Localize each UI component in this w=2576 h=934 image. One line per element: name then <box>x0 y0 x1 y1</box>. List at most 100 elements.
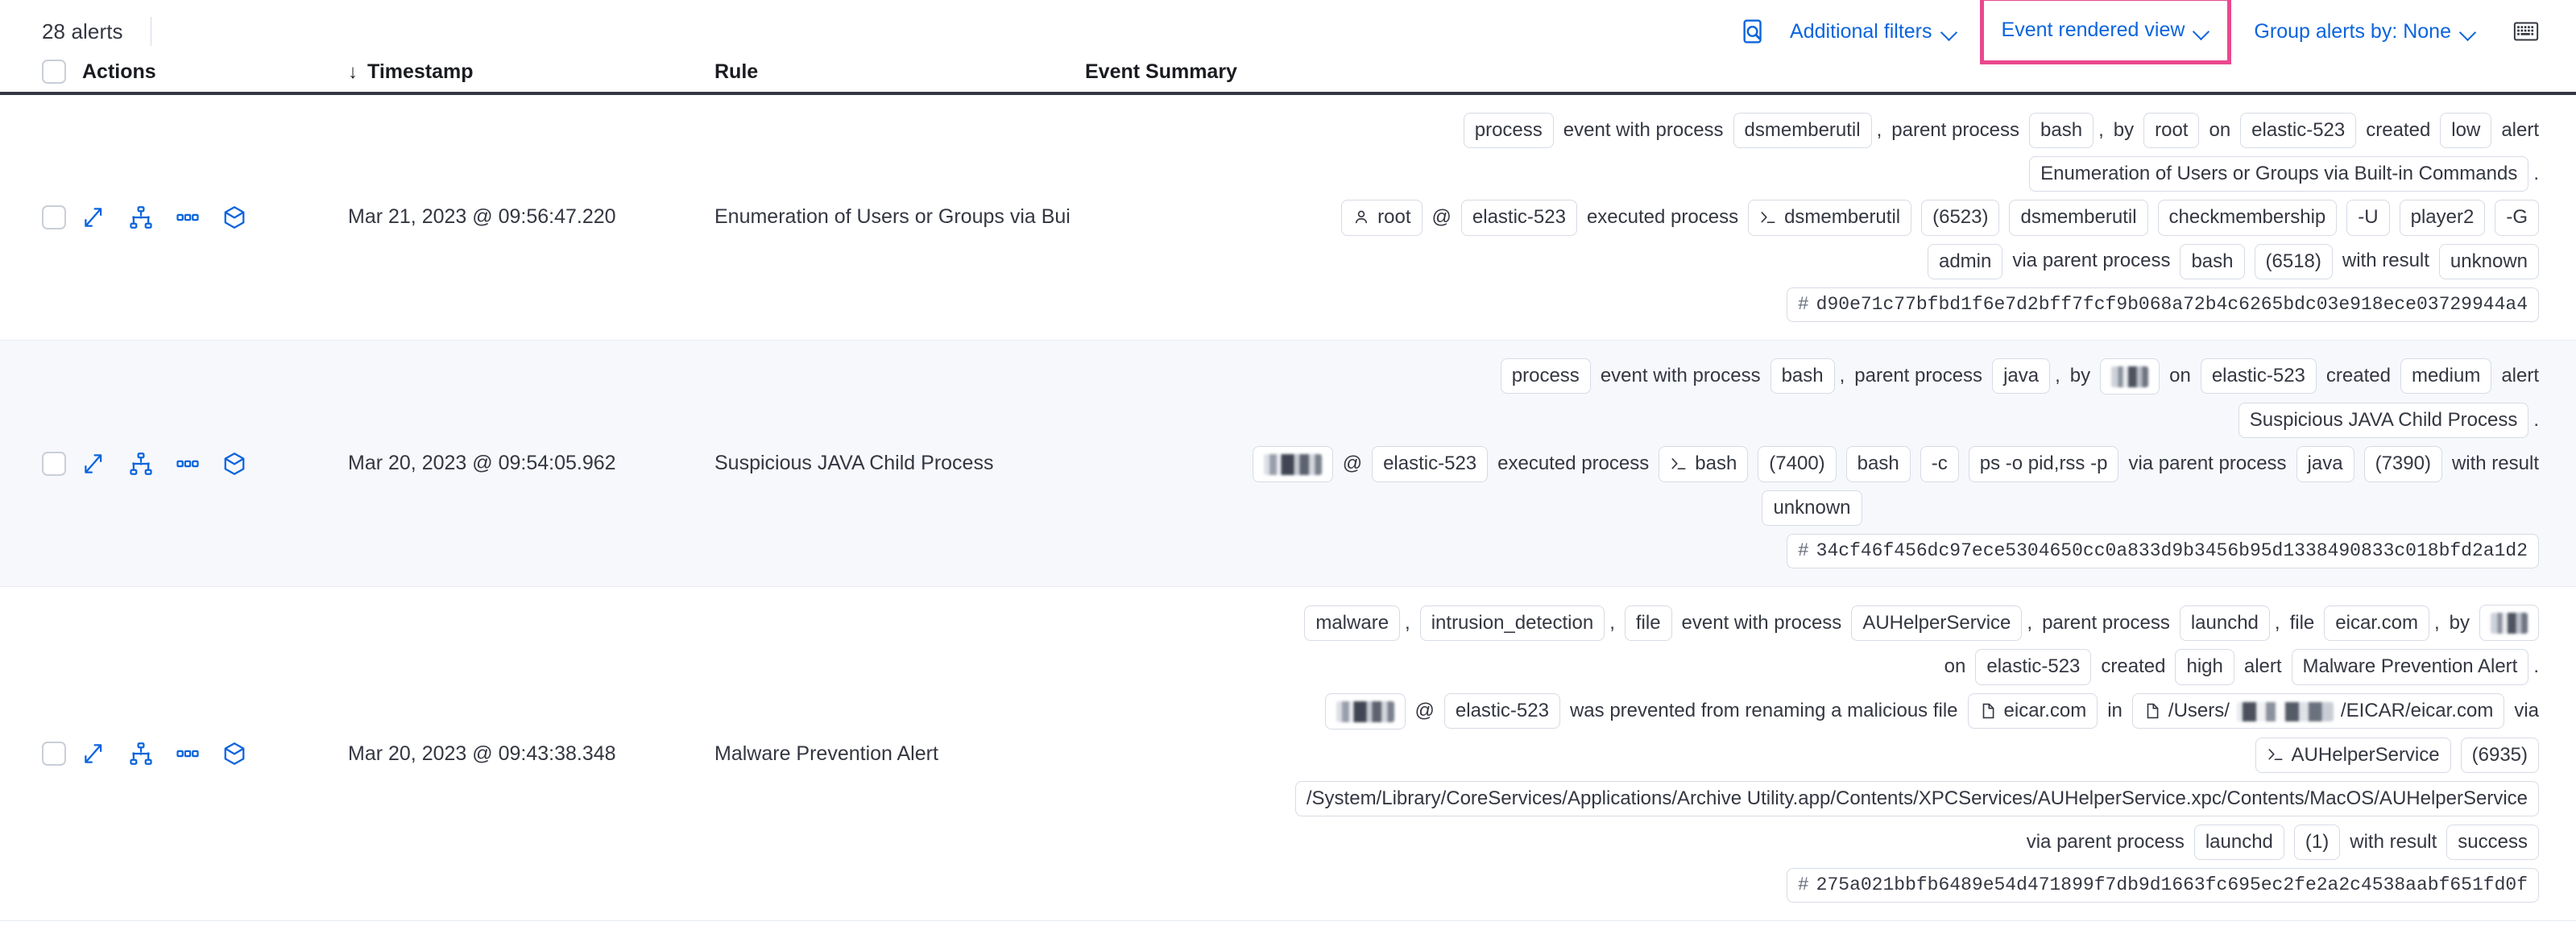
summary-field-chip[interactable]: process <box>1463 113 1554 149</box>
summary-field-chip[interactable]: Enumeration of Users or Groups via Built… <box>2029 156 2529 192</box>
redacted-field-chip[interactable] <box>1324 692 1406 729</box>
summary-field-chip[interactable]: process <box>1500 358 1591 395</box>
summary-field-chip[interactable]: launchd <box>2179 605 2270 641</box>
summary-field-chip[interactable]: -U <box>2346 200 2390 236</box>
summary-field-chip[interactable]: (6935) <box>2460 737 2539 773</box>
summary-field-value: dsmemberutil <box>2020 206 2137 229</box>
expand-icon[interactable] <box>82 205 106 229</box>
analyzer-cube-icon[interactable] <box>222 742 246 766</box>
session-view-icon[interactable] <box>129 452 153 476</box>
summary-field-chip[interactable]: launchd <box>2193 824 2284 861</box>
summary-field-chip[interactable]: ps -o pid,rss -p <box>1968 446 2119 482</box>
summary-field-chip[interactable]: -c <box>1920 446 1959 482</box>
summary-field-chip[interactable]: root <box>1341 200 1423 236</box>
summary-field-chip[interactable]: /System/Library/CoreServices/Application… <box>1294 780 2539 816</box>
summary-field-chip[interactable]: file <box>1624 605 1672 641</box>
redacted-value <box>1263 454 1322 476</box>
summary-field-chip[interactable]: high <box>2175 649 2234 685</box>
summary-field-chip[interactable]: admin <box>1927 243 2003 279</box>
row-select-checkbox[interactable] <box>42 742 66 767</box>
summary-punctuation: , <box>2055 365 2060 387</box>
summary-field-chip[interactable]: elastic-523 <box>1372 446 1489 482</box>
summary-field-chip[interactable]: unknown <box>2438 243 2539 279</box>
event-hash-chip[interactable]: #275a021bbfb6489e54d471899f7db9d1663fc69… <box>1786 868 2539 903</box>
column-header-event-summary[interactable]: Event Summary <box>1085 60 2539 84</box>
summary-field-chip[interactable]: player2 <box>2399 200 2486 236</box>
hash-prefix-icon: # <box>1797 540 1809 562</box>
summary-field-chip[interactable]: bash <box>1659 446 1749 482</box>
summary-field-value: unknown <box>1773 497 1851 519</box>
row-rule-value: Malware Prevention Alert <box>714 742 938 765</box>
summary-field-chip[interactable]: malware <box>1304 605 1401 641</box>
summary-field-value: (1) <box>2305 830 2330 853</box>
summary-field-chip[interactable]: dsmemberutil <box>1733 113 1872 149</box>
summary-field-chip[interactable]: (6518) <box>2254 243 2333 279</box>
more-actions-icon[interactable] <box>176 205 200 229</box>
summary-field-chip[interactable]: java <box>1992 358 2051 395</box>
summary-field-value: bash <box>1857 453 1899 475</box>
summary-field-chip[interactable]: bash <box>1770 358 1835 395</box>
summary-field-chip[interactable]: low <box>2440 113 2492 149</box>
summary-field-chip[interactable]: dsmemberutil <box>2009 200 2148 236</box>
summary-field-chip[interactable]: Malware Prevention Alert <box>2291 649 2529 685</box>
analyzer-cube-icon[interactable] <box>222 452 246 476</box>
column-header-actions[interactable]: Actions <box>82 60 348 84</box>
select-all-checkbox[interactable] <box>42 60 66 84</box>
summary-field-chip[interactable]: medium <box>2400 358 2492 395</box>
expand-icon[interactable] <box>82 742 106 766</box>
summary-field-chip[interactable]: elastic-523 <box>2200 358 2317 395</box>
redacted-field-chip[interactable] <box>2479 605 2539 642</box>
keyboard-shortcuts-icon[interactable] <box>2513 19 2539 43</box>
session-view-icon[interactable] <box>129 742 153 766</box>
redacted-field-chip[interactable] <box>2100 357 2160 395</box>
event-rendered-view-button[interactable]: Event rendered view <box>2002 14 2210 47</box>
summary-field-chip[interactable]: bash <box>1845 446 1911 482</box>
summary-field-chip[interactable]: AUHelperService <box>1851 605 2023 641</box>
row-select-checkbox[interactable] <box>42 205 66 229</box>
summary-field-chip[interactable]: (7400) <box>1758 446 1837 482</box>
redacted-field-chip[interactable] <box>1252 446 1333 483</box>
summary-field-chip[interactable]: (6523) <box>1921 200 2000 236</box>
summary-field-chip[interactable]: root <box>2143 113 2200 149</box>
summary-field-chip[interactable]: unknown <box>1762 490 1862 527</box>
row-select-cell <box>42 95 82 340</box>
summary-field-chip[interactable]: success <box>2446 824 2539 861</box>
summary-field-chip[interactable]: elastic-523 <box>1460 200 1577 236</box>
summary-field-value: medium <box>2411 365 2481 387</box>
summary-field-chip[interactable]: dsmemberutil <box>1748 200 1912 236</box>
row-select-checkbox[interactable] <box>42 451 66 476</box>
summary-field-chip[interactable]: bash <box>2180 243 2245 279</box>
more-actions-icon[interactable] <box>176 452 200 476</box>
summary-field-chip[interactable]: intrusion_detection <box>1419 605 1605 641</box>
column-header-rule-label: Rule <box>714 60 759 83</box>
column-header-timestamp[interactable]: ↓ Timestamp <box>348 60 714 84</box>
summary-field-chip[interactable]: elastic-523 <box>1443 693 1560 729</box>
more-actions-icon[interactable] <box>176 742 200 766</box>
summary-field-chip[interactable]: (1) <box>2293 824 2341 861</box>
additional-filters-button[interactable]: Additional filters <box>1790 15 1957 48</box>
event-hash-chip[interactable]: #d90e71c77bfbd1f6e7d2bff7fcf9b068a72b4c6… <box>1786 287 2539 322</box>
summary-field-chip[interactable]: eicar.com <box>1967 693 2098 729</box>
summary-field-chip[interactable]: elastic-523 <box>1975 649 2092 685</box>
summary-field-chip[interactable]: bash <box>2029 113 2094 149</box>
summary-field-chip[interactable]: Suspicious JAVA Child Process <box>2238 402 2529 439</box>
summary-field-chip[interactable]: checkmembership <box>2157 200 2338 236</box>
inspect-icon[interactable] <box>1740 18 1767 45</box>
summary-field-chip[interactable]: eicar.com <box>2324 605 2429 641</box>
group-alerts-by-button[interactable]: Group alerts by: None <box>2254 15 2476 48</box>
summary-field-chip[interactable]: java <box>2296 446 2354 482</box>
summary-field-chip[interactable]: (7390) <box>2363 446 2442 482</box>
file-path-chip[interactable]: /Users//EICAR/eicar.com <box>2131 693 2505 729</box>
summary-punctuation: , <box>1876 118 1882 141</box>
expand-icon[interactable] <box>82 452 106 476</box>
summary-field-chip[interactable]: -G <box>2495 200 2539 236</box>
summary-field-chip[interactable]: AUHelperService <box>2255 737 2451 773</box>
event-hash-chip[interactable]: #34cf46f456dc97ece5304650cc0a833d9b3456b… <box>1786 534 2539 569</box>
column-header-rule[interactable]: Rule <box>714 60 1085 84</box>
summary-field-chip[interactable]: elastic-523 <box>2240 113 2357 149</box>
analyzer-cube-icon[interactable] <box>222 205 246 229</box>
session-view-icon[interactable] <box>129 205 153 229</box>
